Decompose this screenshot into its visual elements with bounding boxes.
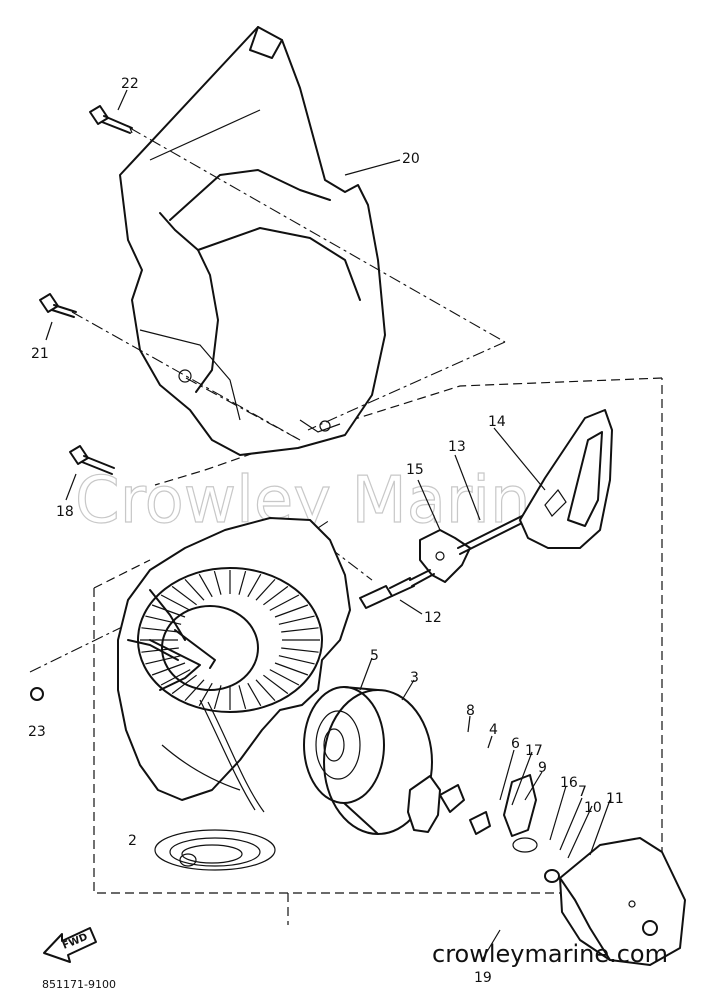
callout-10: 10	[584, 800, 602, 816]
leader-lines	[45, 89, 611, 961]
fwd-arrow-icon: FWD	[43, 927, 97, 963]
flywheel-fin	[171, 585, 197, 606]
bolt-22	[89, 105, 133, 134]
site-label: crowleymarine.com	[432, 940, 668, 968]
starter-rope	[199, 699, 265, 813]
flywheel-fin	[238, 685, 247, 710]
flywheel-fin	[274, 604, 309, 618]
callout-18: 18	[56, 504, 74, 520]
callout-labels: 22 20 21 18 15 13 14 12 5 3 8 4 6 17 9 1…	[28, 76, 624, 986]
flywheel-fin	[141, 647, 179, 653]
flywheel-fin	[255, 679, 276, 702]
flywheel-fin	[198, 573, 213, 598]
callout-21: 21	[31, 346, 49, 362]
flywheel-fin	[269, 594, 300, 611]
flywheel-fin	[141, 627, 179, 633]
spring-coil-2	[154, 829, 276, 871]
flywheel-fin	[278, 655, 315, 665]
callout-23: 23	[28, 724, 46, 740]
flywheel-fin	[238, 570, 247, 595]
flywheel-fin	[160, 669, 191, 686]
flywheel-fin	[160, 594, 191, 611]
assembly-boundary	[93, 377, 663, 925]
flywheel-fin	[278, 615, 315, 625]
starter-handle-14	[519, 409, 613, 549]
watermark: Crowley Marine	[75, 464, 570, 538]
bolt-21	[39, 293, 77, 318]
callout-2: 2	[128, 833, 137, 849]
flywheel-fin	[274, 662, 309, 676]
callout-16: 16	[560, 775, 578, 791]
callout-5: 5	[370, 648, 379, 664]
bolt-18	[69, 445, 115, 475]
end-cap-19	[559, 837, 686, 966]
callout-15: 15	[406, 462, 424, 478]
callout-6: 6	[511, 736, 520, 752]
flywheel-fin	[184, 578, 205, 601]
flywheel-fin	[247, 682, 262, 707]
callout-9: 9	[538, 760, 547, 776]
flywheel-fin	[171, 674, 197, 695]
flywheel-fin	[145, 655, 182, 665]
flywheel-fin	[255, 578, 276, 601]
flywheel-fin	[263, 585, 289, 606]
flywheel-fins	[140, 570, 320, 710]
callout-22: 22	[121, 76, 139, 92]
callout-11: 11	[606, 791, 624, 807]
flywheel	[137, 567, 323, 791]
callout-14: 14	[488, 414, 506, 430]
top-cowling	[119, 26, 386, 456]
flywheel-fin	[184, 679, 205, 702]
nut-23	[30, 687, 44, 701]
drawing-code: 851171-9100	[42, 978, 116, 991]
flywheel-fin	[269, 669, 300, 686]
bracket-15	[409, 529, 471, 587]
flywheel-fin	[281, 647, 319, 653]
flywheel-fin	[281, 627, 319, 633]
callout-4: 4	[489, 722, 498, 738]
flywheel-fin	[151, 662, 186, 676]
callout-13: 13	[448, 439, 466, 455]
rope-13	[457, 511, 533, 555]
callout-12: 12	[424, 610, 442, 626]
callout-8: 8	[466, 703, 475, 719]
flywheel-fin	[145, 615, 182, 625]
callout-20: 20	[402, 151, 420, 167]
pulley-3	[303, 686, 433, 835]
flywheel-fin	[151, 604, 186, 618]
ratchet-parts	[407, 774, 560, 883]
callout-17: 17	[525, 743, 543, 759]
flywheel-fin	[247, 573, 262, 598]
flywheel-fin	[213, 685, 222, 710]
callout-7: 7	[578, 784, 587, 800]
callout-3: 3	[410, 670, 419, 686]
shaft-12	[359, 577, 415, 609]
flywheel-fin	[263, 674, 289, 695]
flywheel-fin	[213, 570, 222, 595]
lower-housing	[117, 517, 351, 801]
callout-19: 19	[474, 970, 492, 986]
